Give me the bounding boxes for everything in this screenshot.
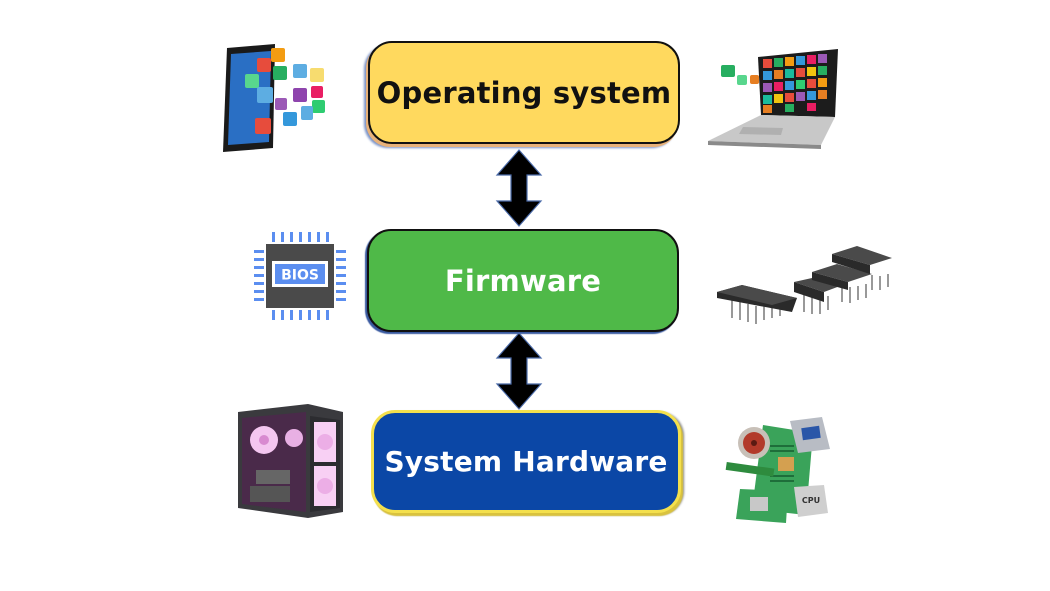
firmware-label: Firmware (444, 263, 602, 298)
system-hardware-label: System Hardware (384, 445, 668, 478)
double-arrow-os-firmware (495, 149, 543, 227)
cpu-label: CPU (802, 496, 820, 505)
bios-chip-icon: BIOS (254, 232, 346, 320)
operating-system-box: Operating system (368, 41, 680, 144)
computer-components-icon: CPU (725, 417, 830, 523)
operating-system-label: Operating system (376, 75, 672, 110)
ic-chips-icon (717, 246, 892, 324)
pc-case-icon (238, 404, 343, 518)
laptop-with-apps-icon (708, 49, 838, 149)
bios-chip-text: BIOS (281, 268, 319, 284)
system-hardware-box: System Hardware (371, 410, 681, 513)
firmware-box: Firmware (367, 229, 679, 332)
tablet-with-apps-icon (223, 44, 325, 152)
double-arrow-firmware-hardware (495, 332, 543, 410)
